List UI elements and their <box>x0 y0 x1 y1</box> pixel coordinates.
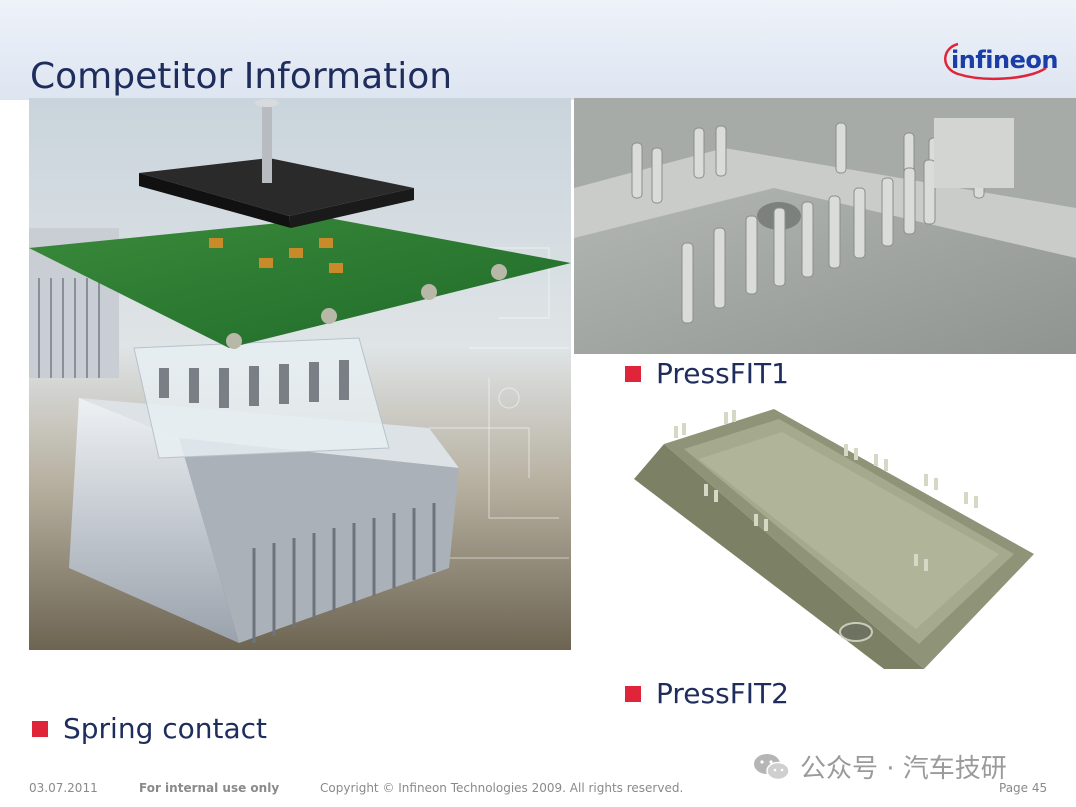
wechat-icon <box>754 753 790 780</box>
pressfit1-image <box>574 98 1076 354</box>
bullet-label: PressFIT1 <box>656 357 789 390</box>
bullet-label: PressFIT2 <box>656 677 789 710</box>
footer-copyright: Copyright © Infineon Technologies 2009. … <box>320 781 684 795</box>
logo-text: infineon <box>951 46 1058 74</box>
bullet-square <box>32 720 48 737</box>
bullet-square <box>625 685 641 702</box>
bullet-square <box>625 365 641 382</box>
slide-title: Competitor Information <box>30 56 453 97</box>
infineon-logo: infineon <box>938 38 1058 86</box>
bullet-label: Spring contact <box>63 712 268 745</box>
footer-date: 03.07.2011 <box>29 781 98 795</box>
bullet-pressfit2: PressFIT2 <box>625 677 789 710</box>
header-band <box>0 0 1076 100</box>
pressfit2-image <box>624 404 1044 674</box>
spring-contact-module-image <box>29 98 571 650</box>
watermark: 公众号 · 汽车技研 <box>752 748 1007 785</box>
bullet-spring-contact: Spring contact <box>32 712 267 745</box>
footer-classification: For internal use only <box>139 781 280 795</box>
bullet-pressfit1: PressFIT1 <box>625 357 789 390</box>
footer-page-number: Page 45 <box>999 781 1048 795</box>
watermark-text: 公众号 · 汽车技研 <box>800 754 1007 784</box>
